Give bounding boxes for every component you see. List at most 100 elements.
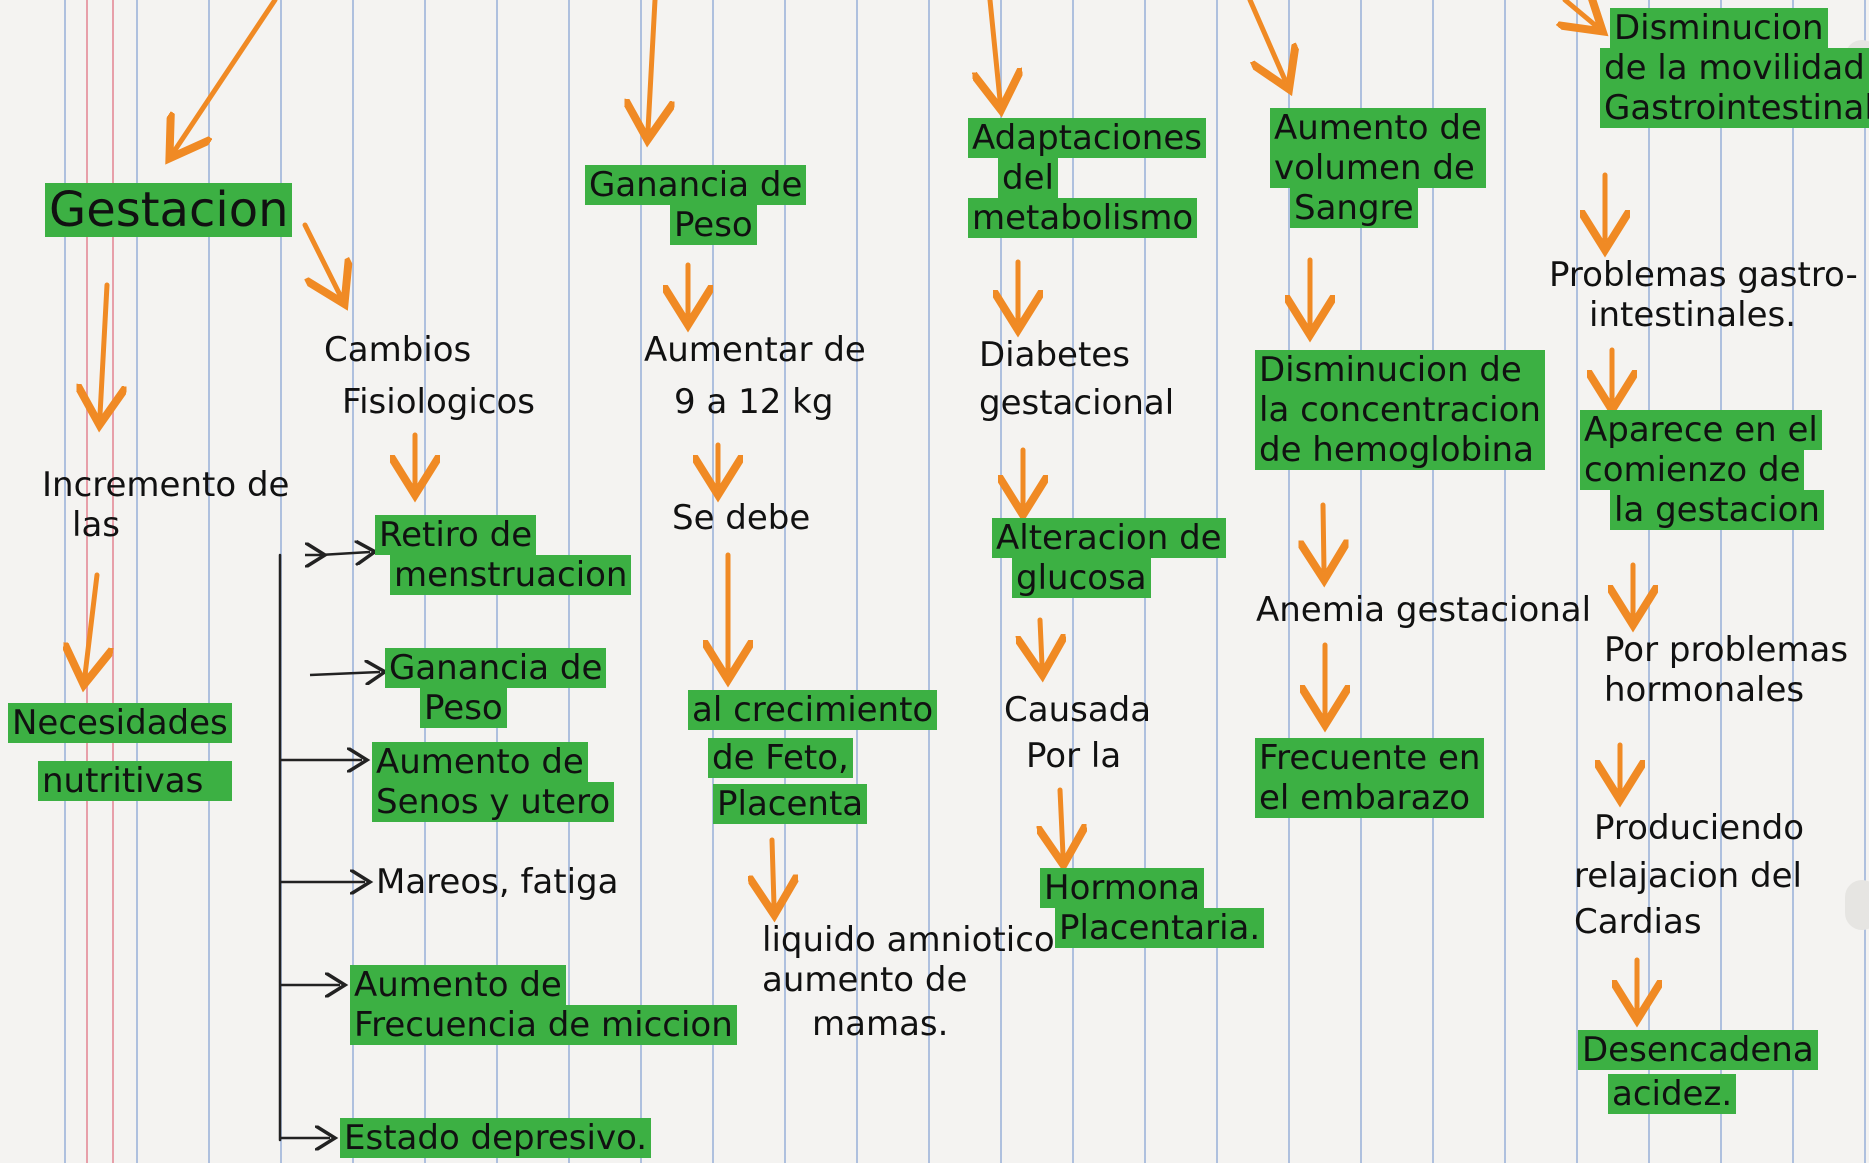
node-text: volumen de xyxy=(1270,148,1486,188)
node-text: Aumento de xyxy=(1270,108,1486,148)
node-text: Senos y utero xyxy=(372,782,615,822)
node-aumento-volumen: Aumento de volumen de Sangre xyxy=(1270,108,1486,228)
node-text: las xyxy=(72,505,120,545)
binder-hole xyxy=(1845,880,1869,930)
node-text: acidez. xyxy=(1608,1074,1737,1114)
node-liquido: liquido amniotico aumento de mamas. xyxy=(758,920,1059,1044)
bracket-arrow xyxy=(319,552,370,555)
node-text: Hormona xyxy=(1040,868,1205,908)
node-frecuente: Frecuente en el embarazo xyxy=(1255,738,1485,818)
node-problemas-gastro: Problemas gastro- intestinales. xyxy=(1545,255,1862,335)
node-text: metabolismo xyxy=(968,198,1198,238)
node-text: aumento de xyxy=(762,960,968,1000)
node-necesidades: Necesidades nutritivas xyxy=(8,703,232,801)
node-mareos: Mareos, fatiga xyxy=(372,862,622,902)
node-text: comienzo de xyxy=(1580,450,1805,490)
node-text: Aparece en el xyxy=(1580,410,1822,450)
node-anemia: Anemia gestacional xyxy=(1252,590,1595,630)
node-aumentar: Aumentar de 9 a 12 kg xyxy=(640,330,870,422)
node-text: de hemoglobina xyxy=(1255,430,1545,470)
bracket-arrow xyxy=(309,672,380,675)
arrow xyxy=(302,222,340,295)
node-text: liquido amniotico xyxy=(762,920,1055,960)
node-text: Necesidades xyxy=(8,703,232,743)
node-text: Ganancia de xyxy=(385,648,607,688)
node-incremento: Incremento de las xyxy=(38,465,293,545)
node-text: Estado depresivo. xyxy=(340,1118,652,1158)
node-diabetes: Diabetes gestacional xyxy=(975,335,1178,423)
node-text: Produciendo xyxy=(1594,808,1805,848)
node-text: del xyxy=(998,158,1058,198)
node-text: Adaptaciones xyxy=(968,118,1206,158)
node-text: Sangre xyxy=(1290,188,1418,228)
node-cambios: Cambios Fisiologicos xyxy=(320,330,539,422)
node-produciendo: Produciendo relajacion del Cardias xyxy=(1570,808,1808,942)
node-text: Placentaria. xyxy=(1055,908,1265,948)
arrow xyxy=(1060,787,1063,855)
node-text: la concentracion xyxy=(1255,390,1545,430)
node-text: Gastrointestinal xyxy=(1600,88,1869,128)
node-text: menstruacion xyxy=(390,555,632,595)
node-text: Por problemas xyxy=(1604,630,1849,670)
node-text: Mareos, fatiga xyxy=(376,862,619,902)
node-estado-depresivo: Estado depresivo. xyxy=(340,1118,652,1158)
node-text: Ganancia de xyxy=(585,165,807,205)
node-text: al crecimiento xyxy=(688,690,938,730)
arrow xyxy=(85,572,97,675)
node-text: de la movilidad xyxy=(1600,48,1869,88)
node-text: nutritivas xyxy=(38,761,232,801)
node-ganancia-peso-2: Ganancia de Peso xyxy=(385,648,607,728)
node-por-problemas: Por problemas hormonales xyxy=(1600,630,1852,710)
arrow xyxy=(1565,0,1595,25)
node-text: hormonales xyxy=(1604,670,1805,710)
arrow xyxy=(175,0,278,150)
arrow xyxy=(772,837,774,905)
arrow xyxy=(100,282,107,415)
node-causada: Causada Por la xyxy=(1000,690,1155,776)
node-disminucion-movilidad: Disminucion de la movilidad Gastrointest… xyxy=(1600,8,1869,128)
node-retiro: Retiro de menstruacion xyxy=(375,515,632,595)
node-text: la gestacion xyxy=(1610,490,1824,530)
node-text: Frecuencia de miccion xyxy=(350,1005,737,1045)
node-text: Gestacion xyxy=(45,183,293,237)
node-text: de Feto, xyxy=(708,738,853,778)
node-text: Aumento de xyxy=(350,965,566,1005)
margin-line xyxy=(86,0,88,1163)
node-text: intestinales. xyxy=(1589,295,1797,335)
node-text: Aumento de xyxy=(372,742,588,782)
node-text: Peso xyxy=(670,205,757,245)
node-text: Fisiologicos xyxy=(342,382,535,422)
node-text: Aumentar de xyxy=(644,330,866,370)
node-text: Retiro de xyxy=(375,515,537,555)
node-text: Desencadena xyxy=(1578,1030,1818,1070)
node-text: Incremento de xyxy=(42,465,290,505)
node-text: mamas. xyxy=(812,1004,949,1044)
node-text: Frecuente en xyxy=(1255,738,1485,778)
node-aumento-frecuencia: Aumento de Frecuencia de miccion xyxy=(350,965,737,1045)
node-text: relajacion del xyxy=(1574,856,1802,896)
node-text: 9 a 12 kg xyxy=(674,382,834,422)
node-text: Problemas gastro- xyxy=(1549,255,1858,295)
node-aparece: Aparece en el comienzo de la gestacion xyxy=(1580,410,1824,530)
arrow xyxy=(1247,0,1285,80)
node-text: Peso xyxy=(420,688,507,728)
node-text: Por la xyxy=(1026,736,1122,776)
node-text: Disminucion de xyxy=(1255,350,1545,390)
node-text: el embarazo xyxy=(1255,778,1485,818)
node-aumento-senos: Aumento de Senos y utero xyxy=(372,742,615,822)
node-text: Placenta xyxy=(713,784,868,824)
node-text: Cambios xyxy=(324,330,472,370)
node-text: glucosa xyxy=(1012,558,1151,598)
node-text: Alteracion de xyxy=(992,518,1226,558)
node-hormona: Hormona Placentaria. xyxy=(1040,868,1265,948)
arrow xyxy=(648,0,655,130)
node-gestacion: Gestacion xyxy=(45,183,293,237)
arrow xyxy=(1323,502,1324,570)
margin-line xyxy=(112,0,114,1163)
node-crecimiento: al crecimiento de Feto, Placenta xyxy=(688,690,938,824)
node-ganancia-peso: Ganancia de Peso xyxy=(585,165,807,245)
node-desencadena: Desencadena acidez. xyxy=(1578,1030,1818,1114)
node-adaptaciones: Adaptaciones del metabolismo xyxy=(968,118,1206,238)
